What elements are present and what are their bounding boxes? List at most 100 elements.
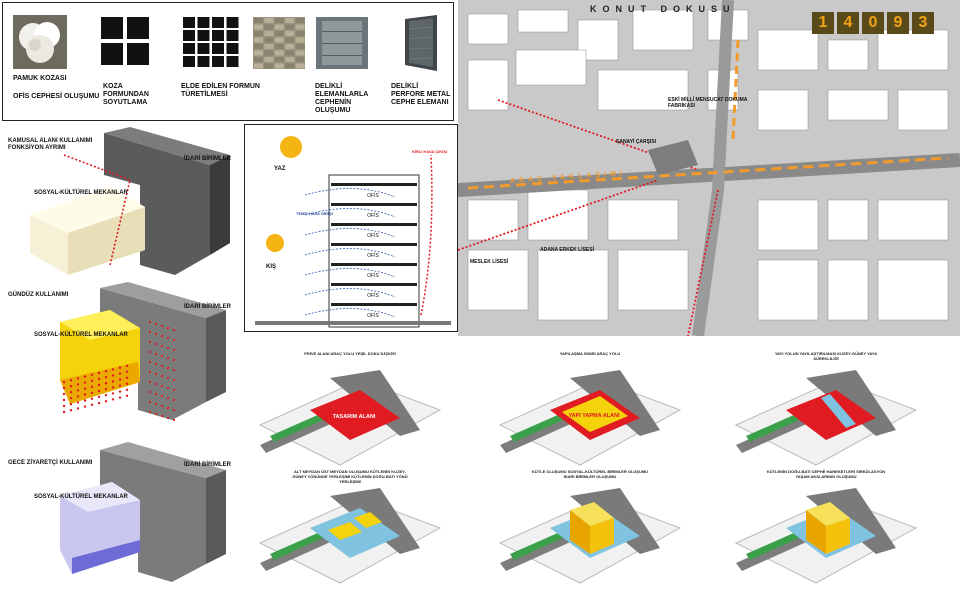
- activity-dot: [62, 392, 66, 396]
- mass-block-top: [806, 502, 850, 526]
- concept-label-derived: ELDE EDİLEN FORMUN TÜRETİLMESİ: [181, 83, 260, 99]
- activity-dot: [76, 377, 80, 380]
- facade-tile: [254, 63, 263, 69]
- activity-dot: [83, 375, 87, 378]
- activity-dot: [69, 379, 73, 382]
- activity-dot: [160, 394, 164, 398]
- pedestrian-axis: [821, 394, 856, 428]
- activity-dot: [172, 348, 176, 352]
- grid-cell: [197, 43, 210, 54]
- activity-dot: [148, 410, 152, 414]
- fresh-air-flow: [304, 248, 396, 258]
- activity-dot: [160, 354, 164, 358]
- city-block: [632, 9, 694, 51]
- facade-tile: [285, 24, 295, 30]
- step-caption: PRİVE ALANI ARAÇ YOLU YEŞİL DOKU İLİŞKİS…: [304, 351, 396, 356]
- grid-cell: [226, 43, 239, 54]
- activity-dot: [154, 372, 158, 376]
- concept-label-cotton: PAMUK KOZASI: [13, 75, 67, 82]
- activity-dot: [97, 371, 101, 375]
- activity-dot: [154, 342, 158, 346]
- activity-dot: [166, 356, 170, 360]
- activity-dot: [166, 396, 170, 400]
- site-step-diagram: YAPI YAPMA ALANI: [498, 370, 682, 466]
- activity-dot: [76, 389, 80, 392]
- activity-dot: [62, 398, 66, 402]
- facade-tile: [295, 18, 305, 23]
- activity-dot: [166, 386, 170, 390]
- activity-dot: [104, 370, 108, 373]
- massing-diagram-3: [60, 442, 226, 582]
- city-block: [877, 29, 949, 71]
- derived-grid-4x4: [183, 17, 239, 67]
- facade-tile: [264, 18, 274, 23]
- city-block: [537, 249, 609, 321]
- city-block: [467, 199, 519, 241]
- city-block: [467, 249, 529, 311]
- facade-tile: [274, 37, 284, 43]
- activity-dot: [125, 394, 129, 397]
- step-caption: YAPILAŞMA SINIRI ARAÇ YOLU: [559, 351, 621, 356]
- city-block: [827, 259, 869, 321]
- concept-panel: PAMUK KOZASI OFİS CEPHESİ OLUŞUMU KOZA F…: [2, 2, 454, 121]
- activity-dot: [154, 352, 158, 356]
- city-block: [467, 59, 509, 111]
- perforated-panel-image: [405, 15, 437, 71]
- map-label-school: ADANA ERKEK LİSESİ: [540, 247, 594, 253]
- activity-dot: [111, 386, 115, 389]
- facade-tile: [264, 50, 274, 56]
- map-label-meslek: MESLEK LİSESİ: [470, 259, 509, 265]
- facade-tile: [285, 50, 295, 56]
- site-map: [458, 0, 960, 336]
- build-area-label: YAPI YAPMA ALANI: [568, 413, 620, 419]
- fresh-air-flow: [304, 188, 396, 198]
- main-road: [458, 153, 960, 197]
- activity-dot: [83, 399, 87, 402]
- project-digit: 4: [837, 12, 859, 34]
- city-block: [757, 29, 819, 71]
- mass-block: [328, 522, 362, 540]
- city-block: [607, 199, 679, 241]
- step-caption: YAYI YOLUN YAYILAŞTIRILMASI KUZEY-GÜNEY …: [774, 351, 878, 361]
- facade-tile: [285, 63, 295, 69]
- massing-admin-2: İDARİ BİRİMLER: [184, 304, 231, 310]
- mass-block-front: [590, 518, 614, 554]
- map-label-sanayi: SANAYİ ÇARŞISI: [616, 139, 657, 145]
- facade-tile: [264, 63, 274, 69]
- facade-tile: [295, 50, 305, 56]
- activity-dot: [166, 366, 170, 370]
- activity-dot: [172, 388, 176, 392]
- activity-dot: [166, 376, 170, 380]
- grid-cell: [212, 30, 224, 41]
- activity-dot: [104, 388, 108, 391]
- activity-dot: [111, 392, 115, 395]
- activity-dot: [148, 320, 152, 324]
- activity-dot: [148, 380, 152, 384]
- activity-dot: [166, 416, 170, 420]
- section-warm-air-label: KİRLİ HAVA ÇIKIŞI: [412, 149, 448, 154]
- activity-dot: [148, 400, 152, 404]
- facade-tile: [285, 37, 295, 43]
- city-block: [515, 49, 587, 86]
- activity-dot: [172, 368, 176, 372]
- activity-dot: [172, 398, 176, 402]
- floor-slab: [331, 283, 417, 286]
- activity-dot: [125, 364, 129, 367]
- project-digit: 9: [887, 12, 909, 34]
- massing-diagram-1: [30, 127, 230, 275]
- activity-dot: [90, 379, 94, 382]
- activity-dot: [154, 402, 158, 406]
- activity-dot: [172, 328, 176, 332]
- activity-dot: [111, 374, 115, 377]
- massing-admin-3: İDARİ BİRİMLER: [184, 462, 231, 468]
- grid-cell: [183, 17, 195, 28]
- activity-dot: [125, 382, 129, 385]
- activity-dot: [172, 358, 176, 362]
- fresh-air-flow: [304, 228, 396, 238]
- facade-tile: [254, 57, 263, 62]
- activity-dot: [148, 340, 152, 344]
- concept-sub-facade: OFİS CEPHESİ OLUŞUMU: [13, 93, 100, 100]
- mass-block: [354, 512, 382, 528]
- design-area-label: TASARIM ALANI: [333, 414, 376, 420]
